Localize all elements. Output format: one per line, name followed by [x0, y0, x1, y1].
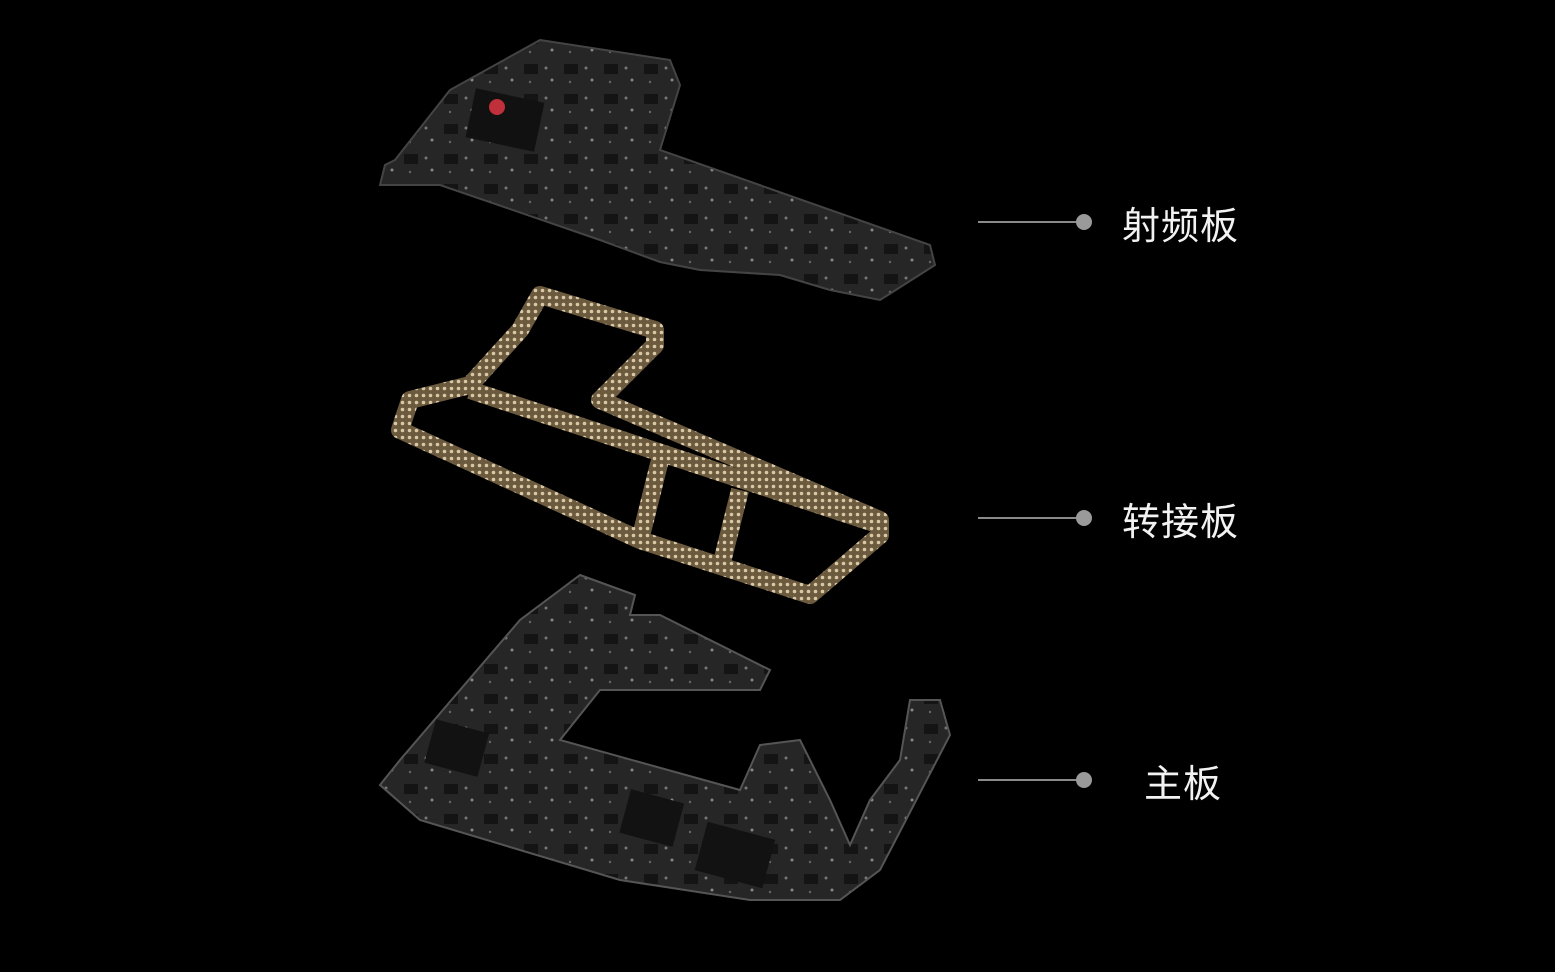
main-soc [694, 821, 776, 889]
callout-rf-board: 射频板 [978, 202, 1239, 248]
callout-line [978, 517, 1078, 519]
callout-dot [1076, 214, 1092, 230]
callout-line [978, 221, 1078, 223]
chip-logo [489, 99, 505, 115]
label-interposer-board: 转接板 [1122, 499, 1240, 544]
callout-dot [1076, 510, 1092, 526]
processor-chip [465, 88, 545, 152]
callout-main-board: 主板 [978, 760, 1222, 806]
label-rf-board: 射频板 [1122, 203, 1240, 248]
callout-interposer-board: 转接板 [978, 498, 1239, 544]
interposer-frame [391, 286, 889, 604]
callout-line [978, 779, 1078, 781]
label-main-board: 主板 [1144, 761, 1223, 806]
main-board [378, 573, 952, 901]
memory-chip [619, 789, 685, 847]
callout-dot [1076, 772, 1092, 788]
rf-board [378, 38, 937, 302]
pmic-chip [424, 719, 490, 777]
